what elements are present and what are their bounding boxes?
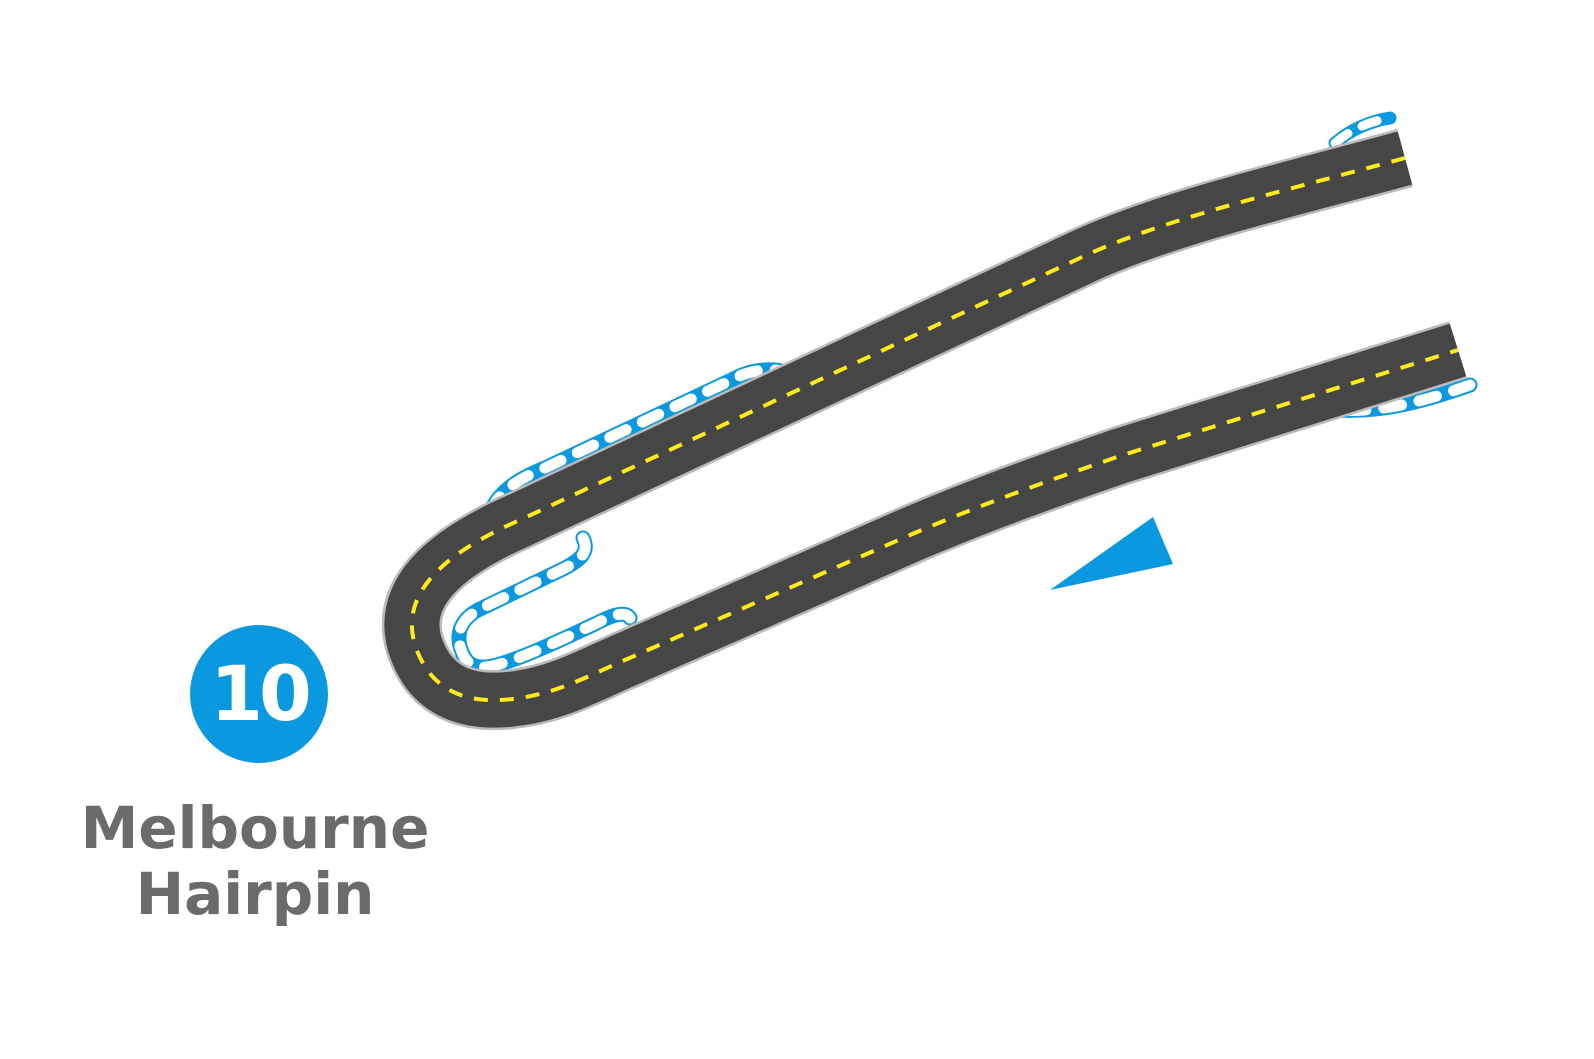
track-edge: [381, 129, 1467, 731]
direction-arrow-icon: [1050, 517, 1173, 590]
corner-name: Melbourne Hairpin: [40, 795, 470, 927]
kerb-inner-apex: [451, 530, 638, 675]
corner-name-line-2: Hairpin: [135, 860, 375, 928]
track-asphalt: [384, 131, 1467, 728]
kerb-top-right: [1328, 111, 1397, 150]
corner-number: 10: [210, 649, 312, 738]
corner-number-badge: 10: [190, 625, 328, 763]
corner-name-line-1: Melbourne: [80, 794, 430, 862]
track-surface: [381, 129, 1467, 731]
